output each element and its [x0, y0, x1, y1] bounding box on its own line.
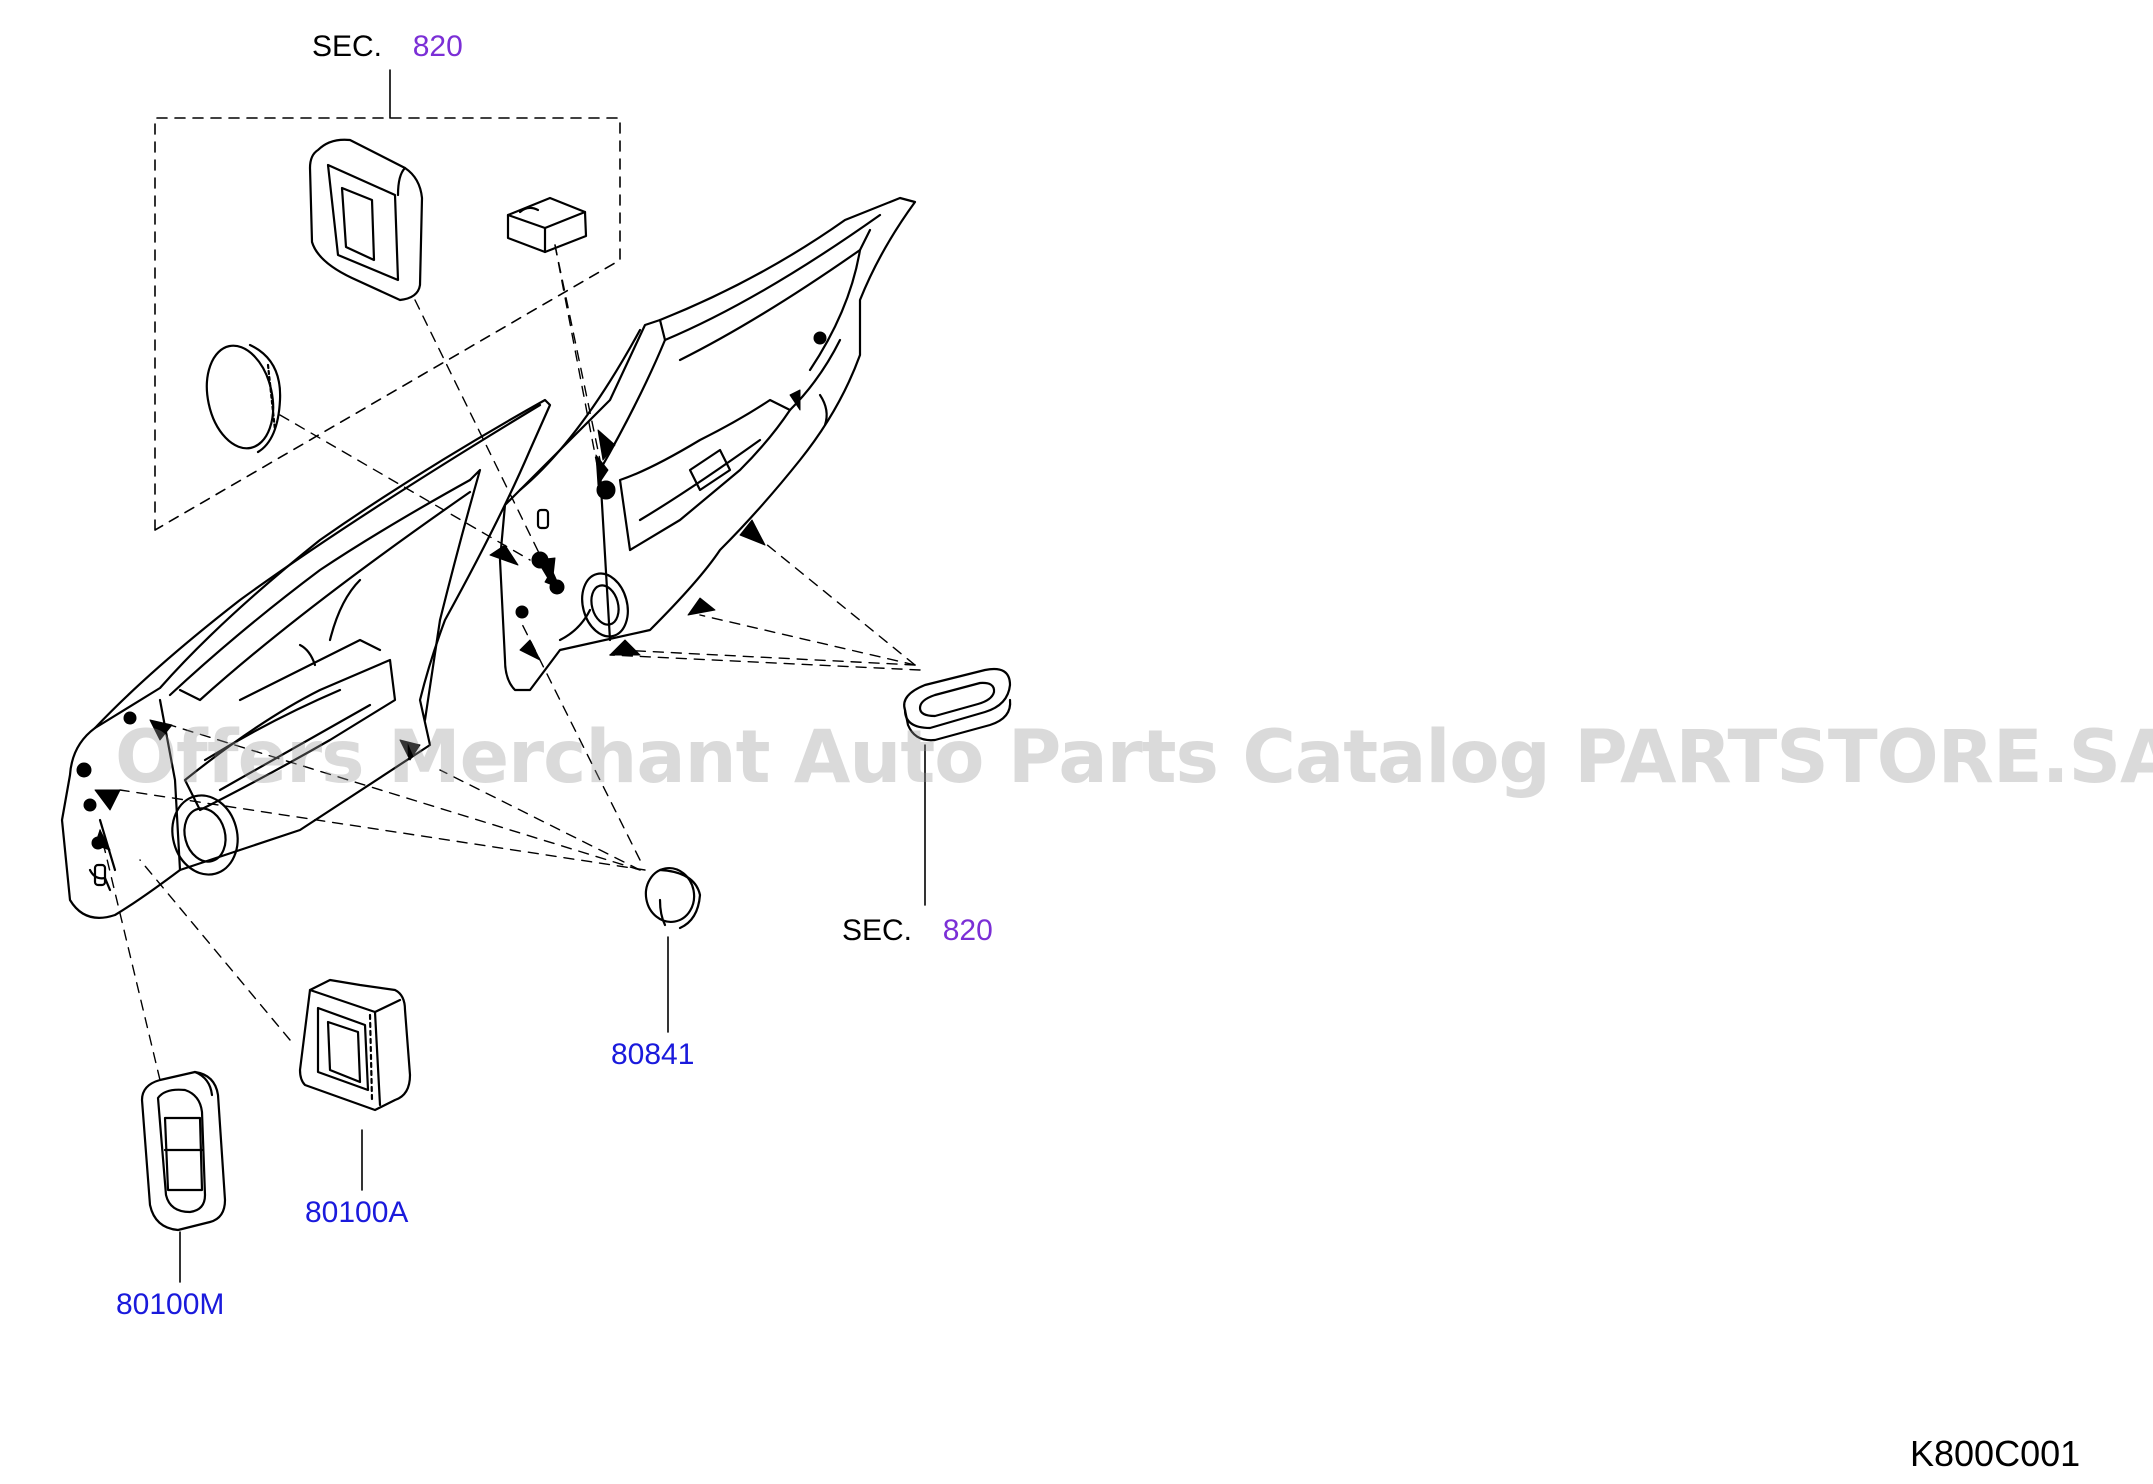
sec-right-link[interactable]: 820 [942, 914, 993, 947]
part-80100A-link[interactable]: 80100A [305, 1196, 409, 1229]
fastener-markers [76, 331, 827, 851]
grommet-80100M-icon [140, 1070, 227, 1232]
sec-top-prefix: SEC. [312, 30, 383, 63]
grommet-large-icon [308, 138, 424, 302]
part-80841-link[interactable]: 80841 [611, 1038, 695, 1071]
grommet-ring-icon [903, 667, 1012, 742]
watermark: Offers Merchant Auto Parts Catalog PARTS… [115, 715, 2153, 800]
clip-block-icon [506, 196, 588, 254]
plug-80841-icon [644, 866, 702, 930]
oval-plug-icon [205, 343, 282, 454]
sec-top-link[interactable]: 820 [412, 30, 463, 63]
part-80100M-link[interactable]: 80100M [116, 1288, 225, 1321]
sec-820-group-box [154, 117, 621, 531]
leader-lines [99, 244, 921, 1081]
sec-right-prefix: SEC. [842, 914, 913, 947]
rear-door-panel [498, 196, 917, 692]
drawing-code: K800C001 [1910, 1433, 2081, 1474]
sec-820-top-label: SEC. 820 [312, 32, 463, 62]
sec-820-right-label: SEC. 820 [842, 916, 993, 946]
bracket-80100A-icon [298, 978, 412, 1112]
front-door-panel [60, 398, 552, 919]
